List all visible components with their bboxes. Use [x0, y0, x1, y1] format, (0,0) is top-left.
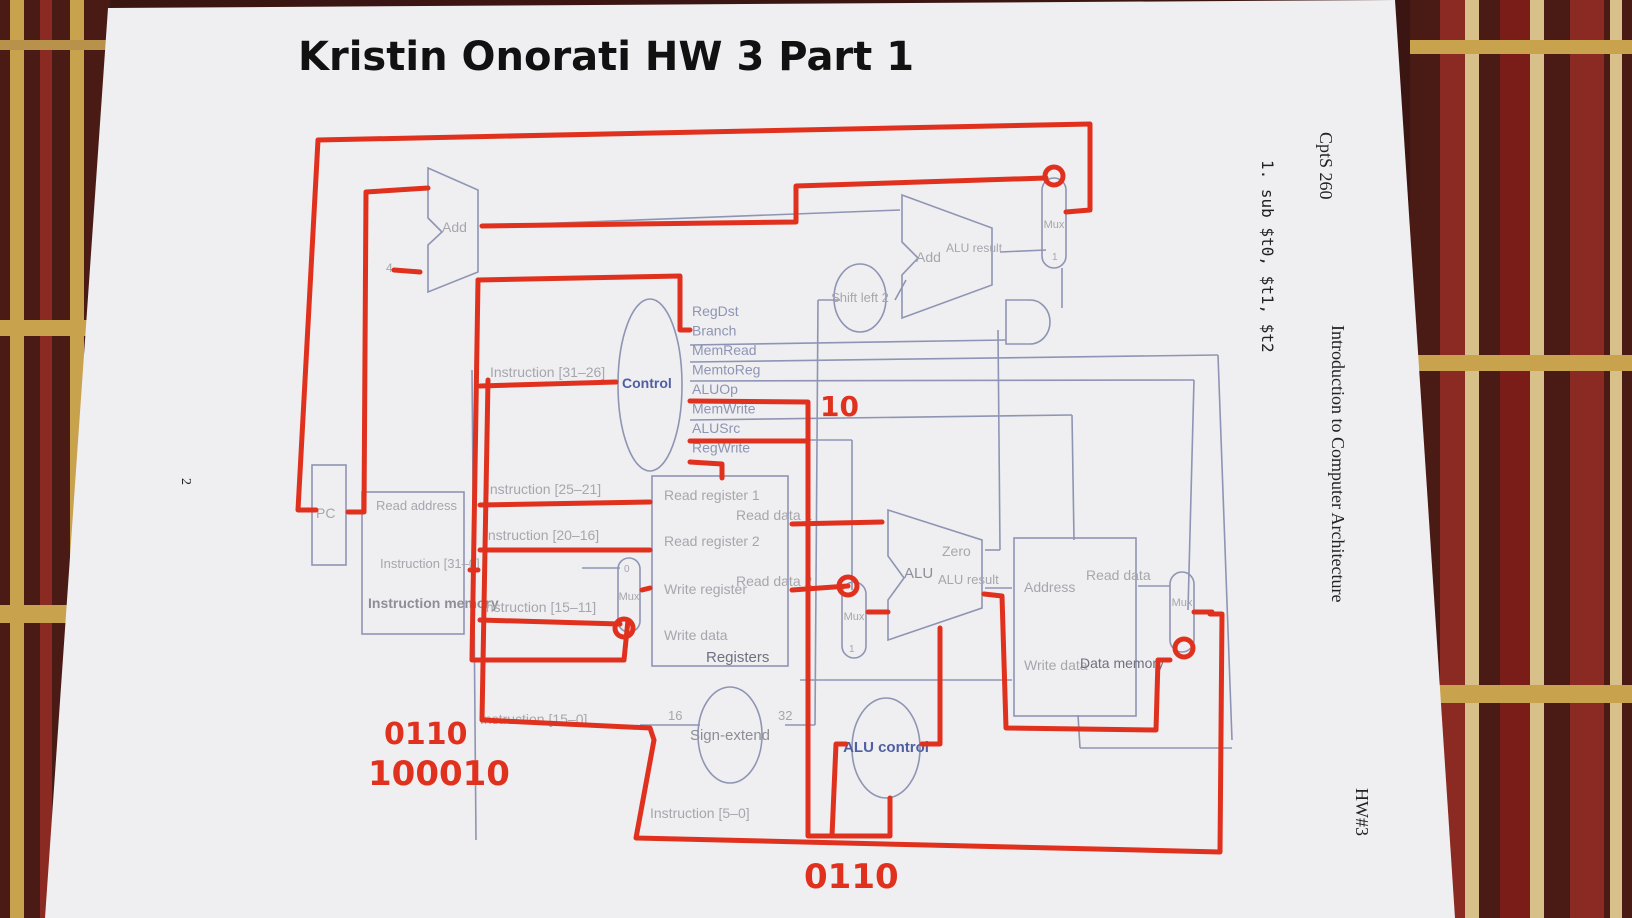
registers-name: Registers: [706, 649, 769, 666]
page-number: 2: [178, 478, 193, 485]
pc-adder-label: Add: [442, 219, 467, 235]
instr-25-21: Instruction [25–21]: [486, 481, 601, 497]
dmem-write-data: Write data: [1024, 657, 1088, 673]
pc-adder: Add 4: [386, 166, 479, 294]
scribbled-annotation: 0110: [384, 717, 468, 752]
alu-src-mux-label: Mux: [844, 611, 865, 623]
control-signal-branch: Branch: [692, 323, 736, 339]
red-circled-mux-inputs: [612, 164, 1196, 660]
instr-31-26: Instruction [31–26]: [490, 364, 605, 380]
control-signal-memread: MemRead: [692, 342, 757, 358]
bamboo-mat-right: [1410, 0, 1632, 918]
memtoreg-mux-label: Mux: [1172, 597, 1193, 609]
imem-read-address: Read address: [376, 498, 457, 513]
dmem-address: Address: [1024, 579, 1075, 595]
handwritten-annotations: 10 100010 0110 0110: [368, 390, 899, 897]
branch-and-gate: [1005, 299, 1051, 345]
branch-adder-label: Add: [916, 249, 941, 265]
alu-src-mux-input-1: 1: [849, 644, 855, 655]
alu-label: ALU: [904, 565, 933, 582]
sign-extend: Sign-extend 16 32: [668, 686, 792, 784]
page-header: CptS 260 1. sub $t0, $t1, $t2 Introducti…: [178, 132, 1372, 836]
dmem-read-data: Read data: [1086, 567, 1151, 583]
funct-annotation: 100010: [368, 754, 510, 794]
write-register: Write register: [664, 581, 747, 597]
control-signal-memtoreg: MemtoReg: [692, 362, 760, 378]
pc-mux-label: Mux: [1044, 219, 1065, 231]
control-signal-labels: RegDstBranchMemReadMemtoRegALUOpMemWrite…: [692, 303, 760, 456]
control-signal-regdst: RegDst: [692, 303, 739, 319]
control-signal-alusrc: ALUSrc: [692, 420, 740, 436]
bits-32: 32: [778, 708, 792, 723]
bits-16: 16: [668, 708, 682, 723]
instr-20-16: Instruction [20–16]: [484, 527, 599, 543]
alu-zero-label: Zero: [942, 543, 971, 559]
course-code: CptS 260: [1316, 132, 1336, 200]
pc-block: PC: [311, 464, 347, 566]
pc-mux-input-1: 1: [1052, 252, 1058, 263]
branch-adder: Add ALU result: [901, 193, 1003, 320]
alu-control-output-annotation: 0110: [804, 857, 899, 897]
constant-four: 4: [386, 261, 393, 275]
instr-5-0: Instruction [5–0]: [650, 805, 750, 821]
alu-control-label: ALU control: [843, 739, 929, 756]
paper-sheet: [45, 0, 1455, 918]
question-text: 1. sub $t0, $t1, $t2: [1258, 160, 1277, 353]
course-title: Introduction to Computer Architecture: [1328, 325, 1348, 602]
read-register-2: Read register 2: [664, 533, 760, 549]
shift-left-2: Shift left 2: [831, 263, 889, 333]
hw-label: HW#3: [1352, 788, 1372, 836]
shift-left-label: Shift left 2: [831, 290, 889, 305]
handwritten-title: Kristin Onorati HW 3 Part 1: [298, 34, 914, 80]
wr-mux-input-0: 0: [624, 564, 630, 575]
control-signal-aluop: ALUOp: [692, 381, 738, 397]
dmem-name: Data memory: [1080, 655, 1164, 671]
pc-label: PC: [316, 505, 335, 521]
pc-mux: Mux 1: [1041, 177, 1067, 269]
write-register-mux: 0 Mux: [617, 557, 641, 633]
imem-instruction-out: Instruction [31–0]: [380, 556, 480, 571]
write-data: Write data: [664, 627, 728, 643]
main-alu: ALU Zero ALU result: [887, 508, 999, 642]
sign-extend-label: Sign-extend: [690, 727, 770, 744]
imem-name: Instruction memory: [368, 595, 499, 611]
instr-15-11: Instruction [15–11]: [482, 599, 596, 615]
alu-result-label: ALU result: [938, 572, 999, 587]
branch-adder-result-label: ALU result: [946, 241, 1003, 255]
read-register-1: Read register 1: [664, 487, 760, 503]
read-data-1: Read data 1: [736, 507, 812, 523]
alu-control-unit: ALU control: [843, 697, 929, 799]
instruction-memory: Read address Instruction [31–0] Instruct…: [361, 491, 499, 635]
red-marker-paths: [295, 121, 1225, 855]
data-memory: Address Read data Write data Data memory: [1013, 537, 1164, 717]
read-data-2: Read data 2: [736, 573, 812, 589]
register-file: Read register 1 Read register 2 Write re…: [651, 475, 812, 667]
control-unit: Control: [617, 298, 683, 472]
control-signal-memwrite: MemWrite: [692, 401, 756, 417]
wr-mux-label: Mux: [619, 591, 640, 603]
control-label: Control: [622, 375, 672, 391]
aluop-annotation: 10: [820, 390, 859, 423]
